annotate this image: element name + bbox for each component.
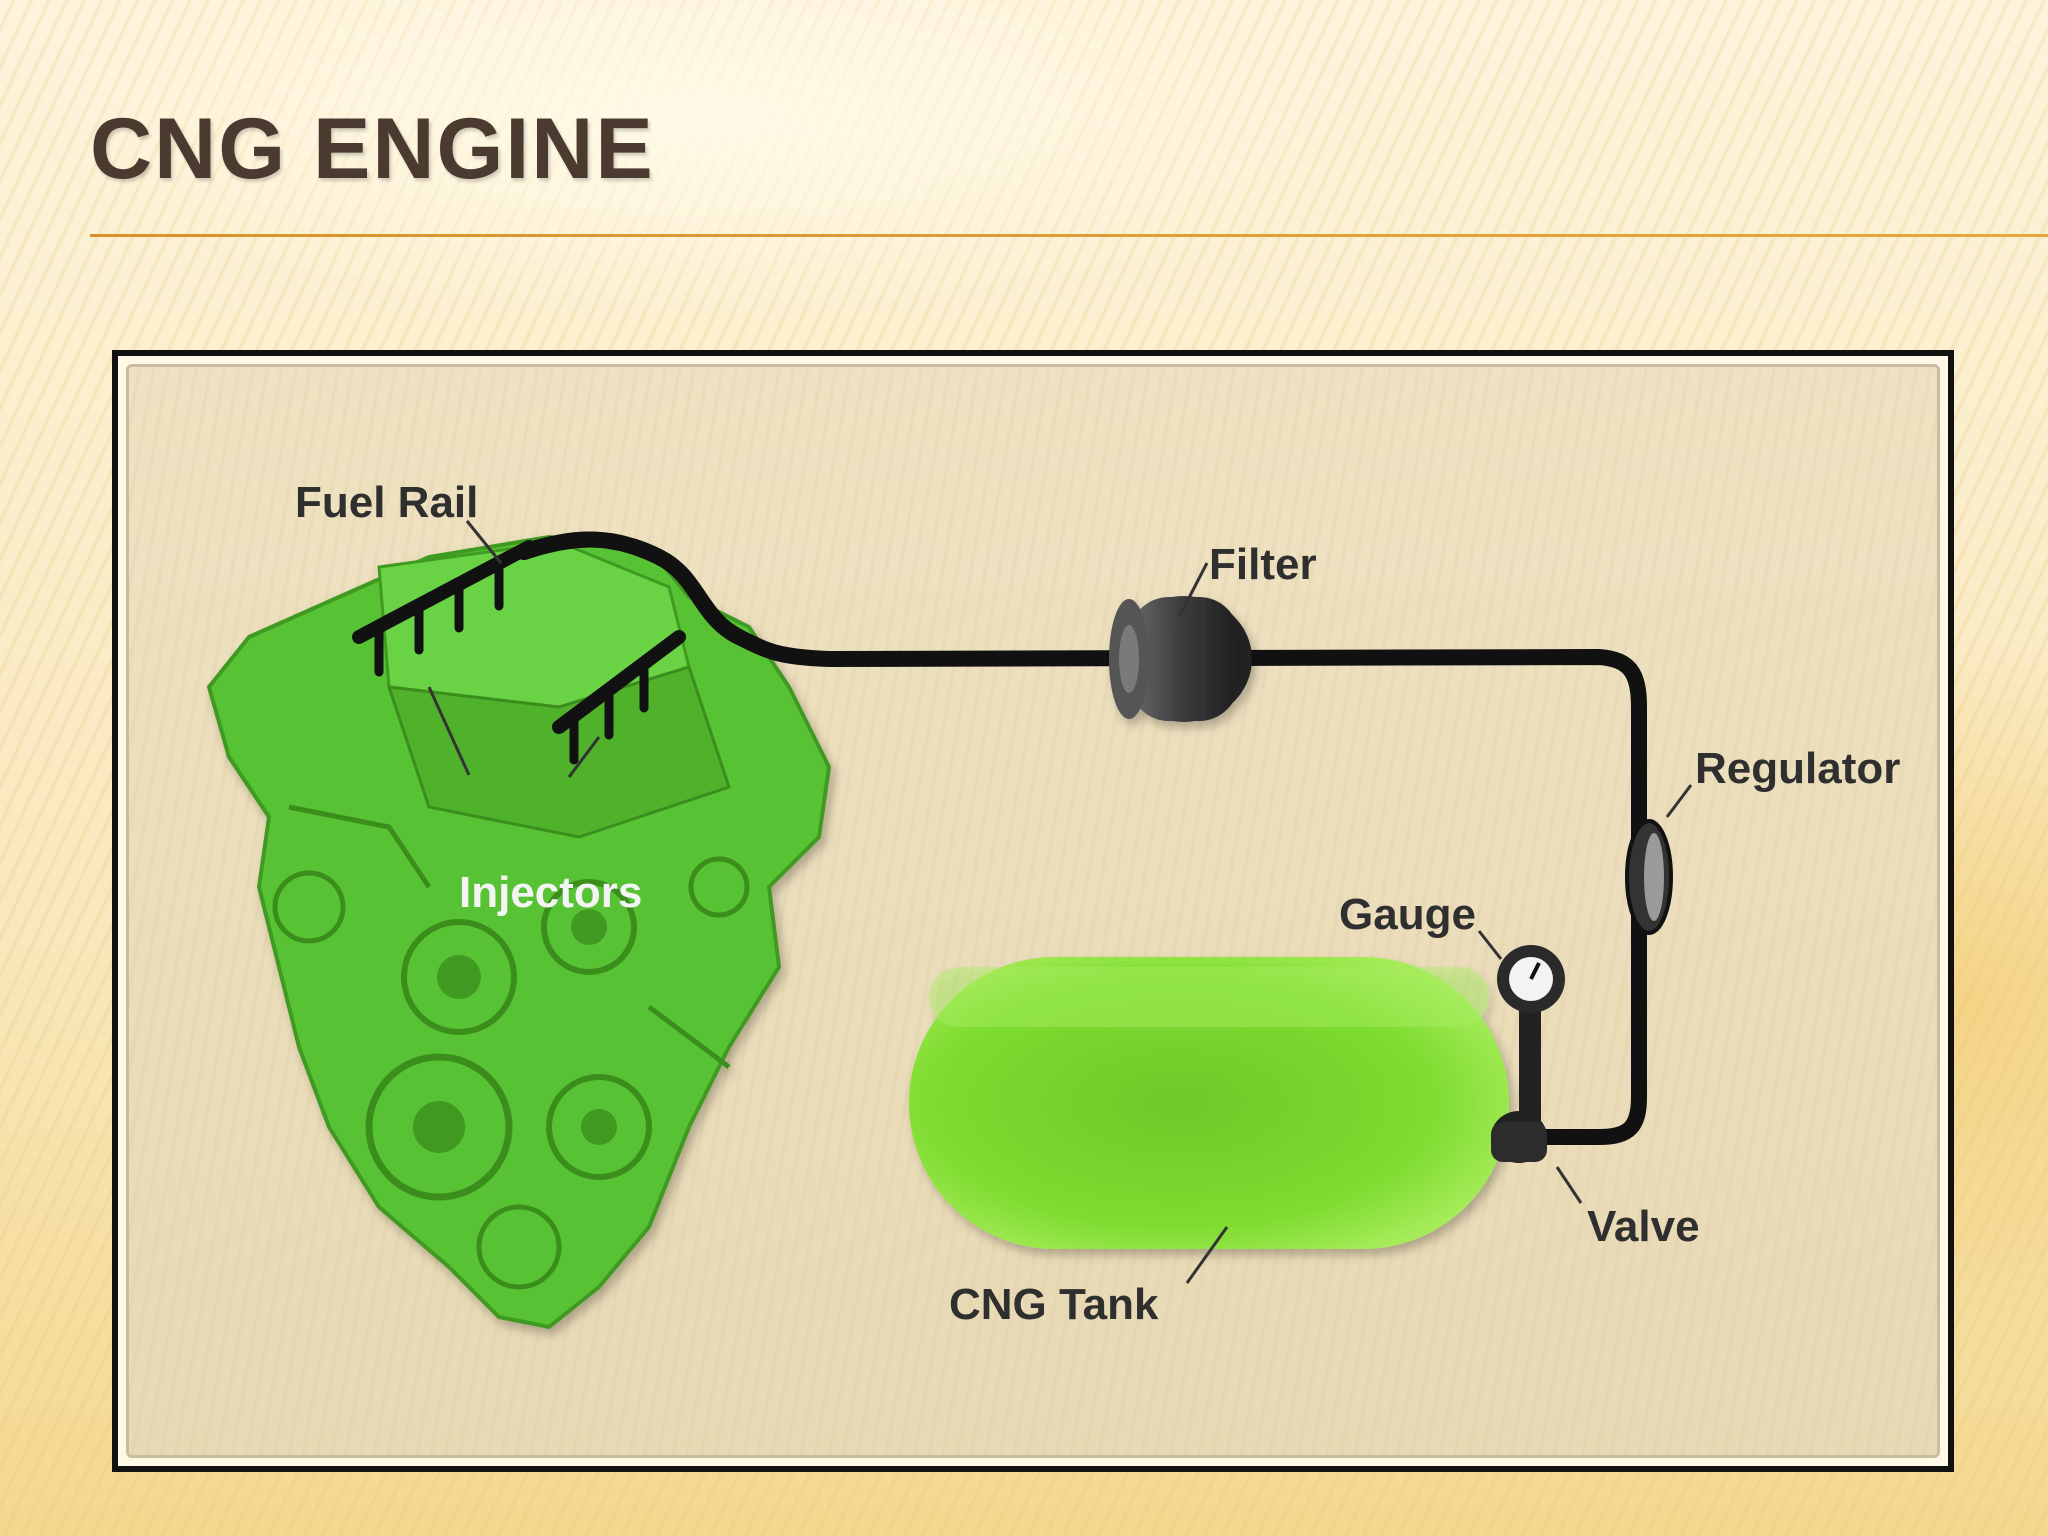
label-gauge: Gauge	[1339, 890, 1476, 939]
label-regulator: Regulator	[1695, 744, 1900, 793]
label-cng-tank: CNG Tank	[949, 1280, 1159, 1329]
cng-tank	[909, 957, 1509, 1249]
tank-valve	[1491, 1111, 1547, 1163]
cng-system-figure: Fuel Rail Injectors Filter Regulator Gau…	[112, 350, 1954, 1472]
figure-panel: Fuel Rail Injectors Filter Regulator Gau…	[126, 364, 1940, 1458]
label-injectors: Injectors	[459, 868, 642, 917]
title-divider	[90, 234, 2048, 237]
slide-title: CNG ENGINE	[90, 101, 655, 197]
engine-block	[206, 534, 832, 1330]
filter-component	[1109, 596, 1252, 722]
regulator-component	[1625, 819, 1673, 935]
label-filter: Filter	[1209, 540, 1317, 589]
cng-diagram: Fuel Rail Injectors Filter Regulator Gau…	[206, 478, 1900, 1330]
leader-lines	[427, 520, 1693, 1284]
label-fuel-rail: Fuel Rail	[295, 478, 478, 527]
pressure-gauge	[1497, 945, 1565, 1137]
label-valve: Valve	[1587, 1202, 1700, 1251]
